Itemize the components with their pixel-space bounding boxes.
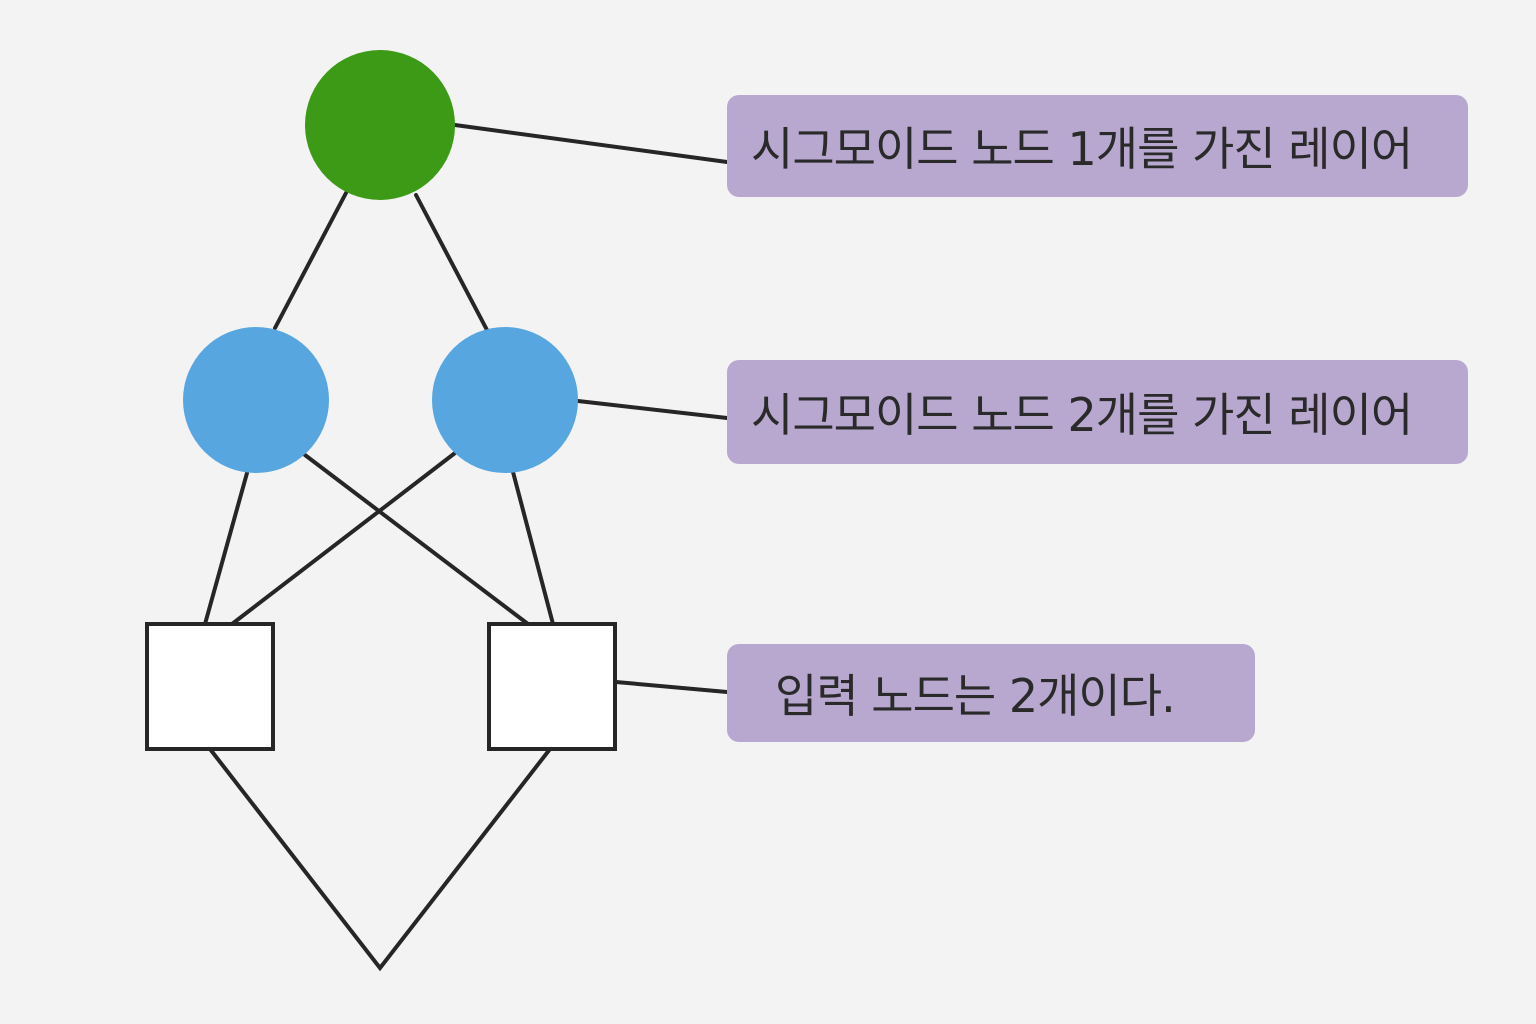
edge-hidden-left-to-input-left	[203, 471, 249, 626]
edge-output-to-hidden-left	[273, 191, 348, 330]
connector-output-label	[453, 123, 729, 164]
edge-hidden-right-to-input-left	[230, 451, 457, 626]
input-node-left	[145, 622, 275, 751]
output-layer-label: 시그모이드 노드 1개를 가진 레이어	[727, 95, 1468, 197]
hidden-sigmoid-node-left	[183, 327, 329, 473]
input-layer-label: 입력 노드는 2개이다.	[727, 644, 1255, 742]
input-node-right	[487, 622, 617, 751]
edge-output-to-hidden-right	[414, 193, 489, 332]
output-sigmoid-node	[305, 50, 455, 200]
edge-hidden-right-to-input-right	[511, 470, 555, 626]
edge-inputs-to-bottom-vertex	[208, 747, 552, 972]
output-layer-label-text: 시그모이드 노드 1개를 가진 레이어	[751, 122, 1413, 176]
input-layer-label-text: 입력 노드는 2개이다.	[775, 669, 1176, 723]
connector-input-label	[614, 680, 729, 694]
hidden-layer-label-text: 시그모이드 노드 2개를 가진 레이어	[751, 388, 1413, 442]
edge-hidden-left-to-input-right	[303, 453, 530, 626]
hidden-layer-label: 시그모이드 노드 2개를 가진 레이어	[727, 360, 1468, 464]
connector-hidden-label	[576, 399, 729, 420]
hidden-sigmoid-node-right	[432, 327, 578, 473]
